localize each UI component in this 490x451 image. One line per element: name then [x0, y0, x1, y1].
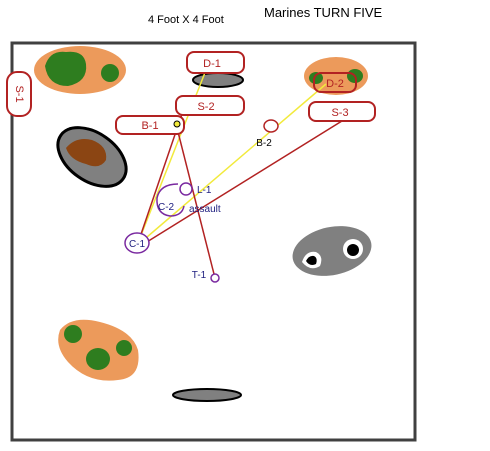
unit-l1[interactable]: L-1 — [179, 182, 212, 196]
unit-s1-label: S-1 — [13, 85, 25, 102]
unit-c1[interactable]: C-1 — [124, 232, 150, 254]
crater-left — [56, 126, 128, 188]
woods-top-left — [34, 46, 126, 94]
unit-s3-label: S-3 — [331, 107, 348, 119]
unit-d2[interactable]: D-2 — [313, 72, 357, 93]
unit-t1-label: T-1 — [192, 270, 207, 281]
unit-d1-label: D-1 — [203, 58, 221, 70]
unit-t1[interactable]: T-1 — [192, 270, 220, 283]
unit-c2-label: C-2 — [158, 202, 175, 213]
unit-b1-label: B-1 — [141, 120, 158, 132]
unit-b2[interactable]: B-2 — [256, 119, 279, 149]
woods-bottom-left — [58, 319, 139, 381]
unit-c1-label: C-1 — [129, 239, 146, 250]
fire-line-b1-t1 — [175, 123, 216, 279]
unit-s3[interactable]: S-3 — [308, 101, 376, 122]
unit-s2[interactable]: S-2 — [175, 95, 245, 116]
unit-d1[interactable]: D-1 — [186, 51, 245, 74]
unit-s1[interactable]: S-1 — [6, 71, 32, 117]
unit-b1[interactable]: B-1 — [115, 115, 185, 135]
assault-annotation: assault — [189, 204, 221, 215]
rock-bottom-center — [172, 388, 242, 402]
fire-line-s2-c1 — [137, 113, 183, 244]
turn-title: Marines TURN FIVE — [264, 5, 383, 20]
marker-b1-link — [173, 120, 181, 128]
table-size-label: 4 Foot X 4 Foot — [148, 14, 224, 26]
unit-b2-label: B-2 — [256, 138, 272, 149]
unit-l1-label: L-1 — [197, 185, 212, 196]
unit-c2[interactable]: C-2 — [156, 183, 185, 217]
crater-right — [292, 226, 372, 276]
unit-s2-label: S-2 — [197, 101, 214, 113]
unit-d2-label: D-2 — [326, 78, 344, 90]
fire-line-s3-c1 — [141, 115, 351, 246]
